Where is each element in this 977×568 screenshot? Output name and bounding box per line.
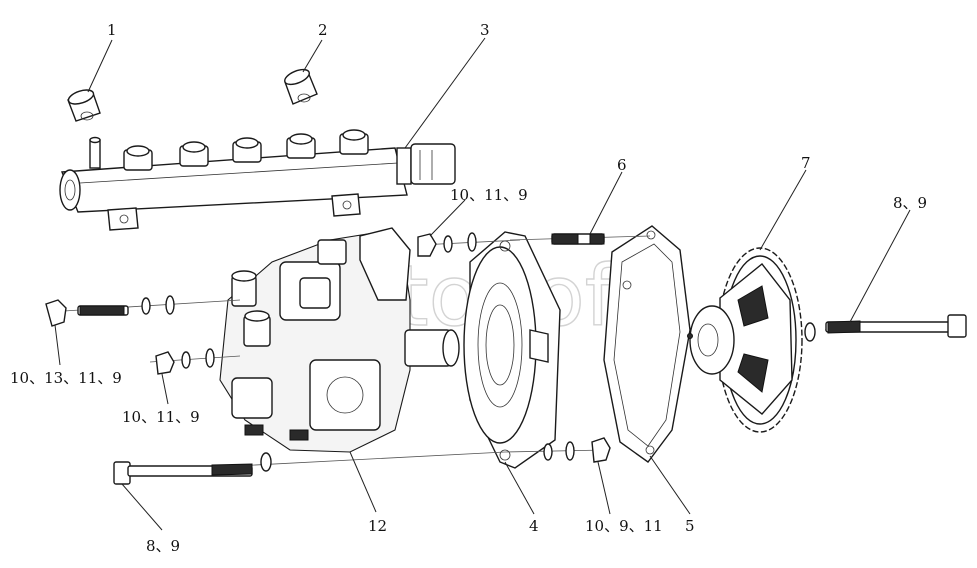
leader-lines	[54, 37, 911, 531]
callout-4: 4	[529, 517, 539, 535]
part-4-flange	[463, 231, 561, 469]
part-5-gasket	[603, 225, 691, 463]
callout-7: 7	[801, 154, 811, 172]
part-3-common-rail	[59, 129, 456, 231]
part-2-cap	[284, 68, 318, 105]
nut-washer-bottom	[504, 437, 611, 463]
callout-3: 3	[480, 21, 490, 39]
stud-6	[509, 233, 651, 245]
part-12-pump	[219, 227, 460, 453]
part-7-gear	[687, 247, 803, 433]
stud-left	[45, 295, 241, 327]
callout-10-13-11-9: 10、13、11、9	[10, 369, 122, 387]
callout-5: 5	[685, 517, 695, 535]
callout-2: 2	[318, 21, 328, 39]
callout-8-9-right: 8、9	[893, 194, 927, 212]
callout-6: 6	[617, 156, 627, 174]
callout-10-11-9-mid: 10、11、9	[122, 408, 200, 426]
nut-washer-mid	[149, 348, 241, 375]
callout-10-11-9-top: 10、11、9	[450, 186, 528, 204]
bolt-bottom	[113, 451, 506, 485]
callout-8-9-bottom: 8、9	[146, 537, 180, 555]
nut-washer-top	[417, 232, 521, 257]
part-1-cap	[67, 89, 101, 122]
callout-1: 1	[107, 21, 117, 39]
callout-12: 12	[368, 517, 387, 535]
bolt-right	[804, 314, 967, 342]
callout-10-9-11: 10、9、11	[585, 517, 663, 535]
